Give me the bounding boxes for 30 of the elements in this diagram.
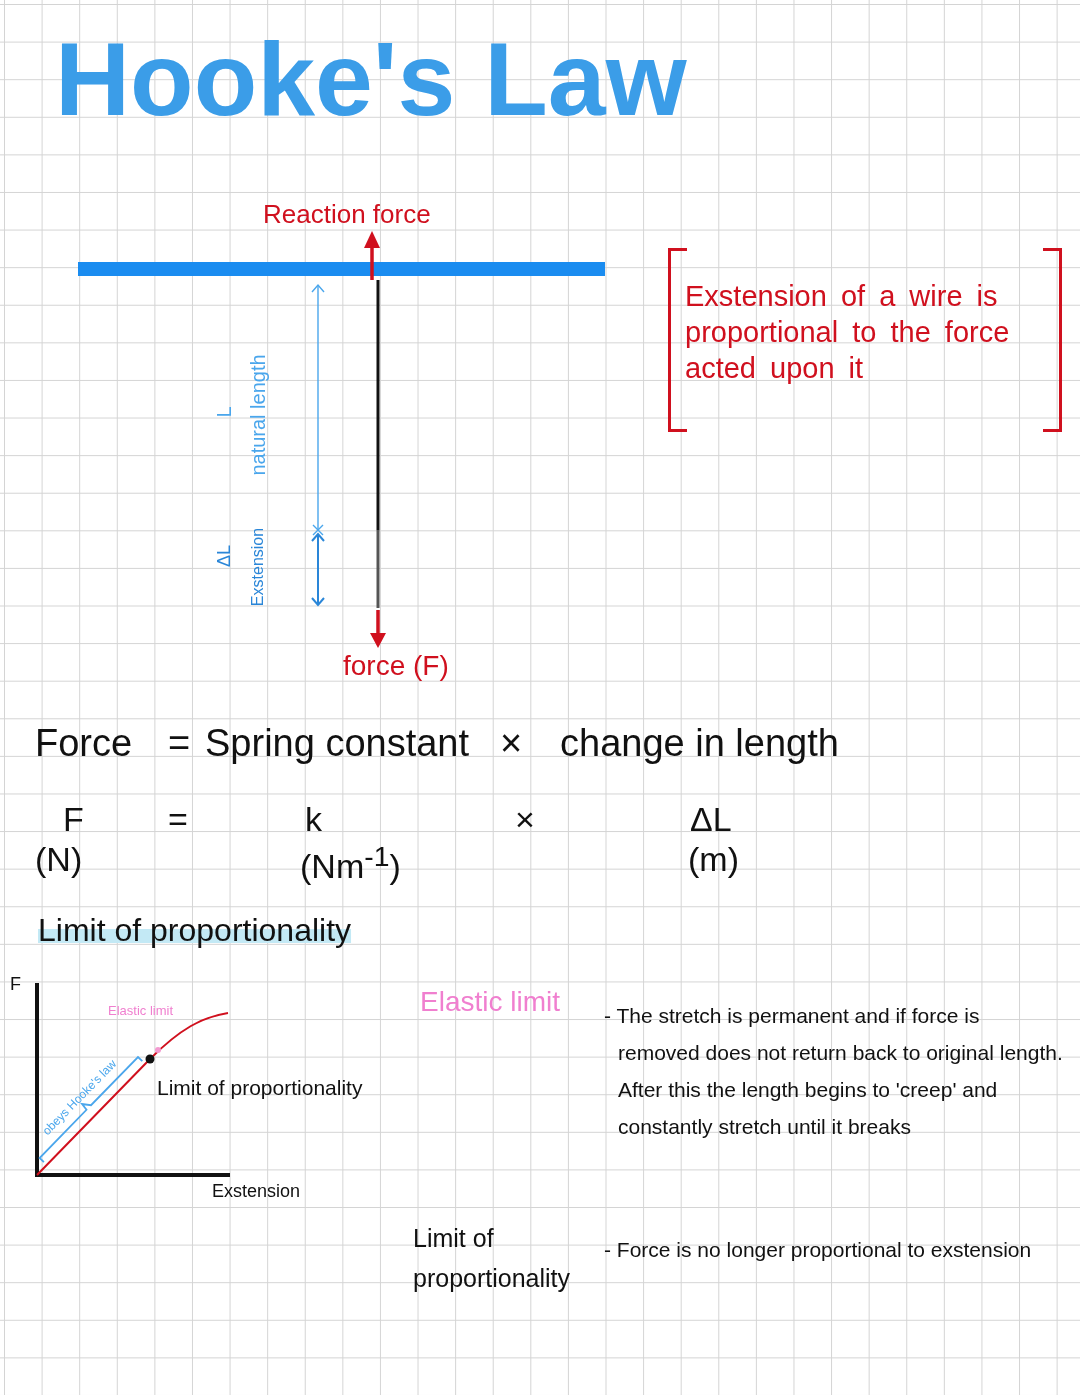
unit-label: (Nm$^{-1}$) <box>300 840 401 887</box>
multiplication-sign: × <box>500 722 523 766</box>
unit-label: (N) <box>35 840 83 880</box>
axis-label: F <box>10 974 21 995</box>
equation-text: Spring constant <box>205 722 470 766</box>
force-label: force (F) <box>343 650 449 683</box>
dimension-label: ΔL <box>213 545 235 567</box>
equation-text: change in length <box>560 722 839 766</box>
graph-annotation: Limit of proportionality <box>157 1076 363 1101</box>
title: Hooke's Law <box>55 22 687 137</box>
multiplication-sign: × <box>515 800 535 840</box>
term-label: Elastic limit <box>420 986 560 1019</box>
force-label: Reaction force <box>263 200 431 230</box>
section-heading: Limit of proportionality <box>38 912 352 949</box>
equation-text: Force <box>35 722 133 766</box>
graph-annotation: Elastic limit <box>108 1004 173 1019</box>
dimension-label: natural length <box>246 354 270 476</box>
dimension-label: L <box>212 406 236 418</box>
definition-text: - Force is no longer proportional to exstension <box>604 1237 1033 1263</box>
definition-text: Exstension of a wire is proportional to the force acted upon it <box>685 279 1011 386</box>
axis-label: Exstension <box>212 1181 301 1202</box>
symbol-label: F <box>63 800 84 840</box>
equals-sign: = <box>168 722 191 766</box>
equals-sign: = <box>168 800 188 840</box>
symbol-label: ΔL <box>690 800 732 840</box>
unit-label: (m) <box>688 840 739 880</box>
symbol-label: k <box>305 800 322 840</box>
dimension-label: Exstension <box>248 527 267 607</box>
definition-text: - The stretch is permanent and if force is removed does not return back to original length. After this the length begins to 'creep' and constantly stretch until it breaks <box>604 1003 1064 1140</box>
term-label: Limit of proportionality <box>413 1223 572 1294</box>
